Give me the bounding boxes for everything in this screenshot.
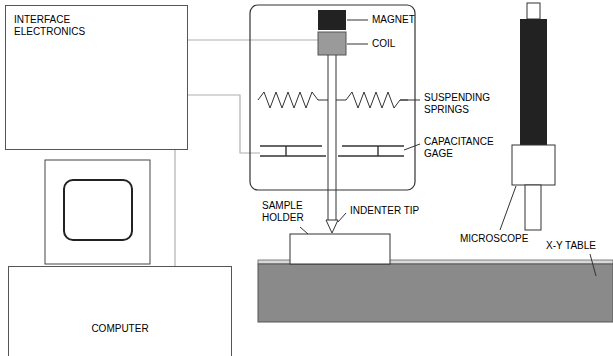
part-label: SUSPENDING SPRINGS bbox=[424, 92, 504, 116]
box-label: COMPUTER bbox=[91, 323, 148, 335]
microscope-symbol bbox=[512, 3, 555, 230]
coil-symbol bbox=[318, 32, 346, 55]
interface-box: INTERFACE ELECTRONICS bbox=[5, 5, 188, 150]
indenter-tip-symbol bbox=[326, 220, 338, 233]
leader-lines bbox=[300, 20, 596, 276]
sample-holder bbox=[290, 234, 390, 264]
signal-wire bbox=[175, 150, 176, 266]
part-label: MAGNET bbox=[372, 14, 415, 26]
monitor bbox=[45, 160, 150, 264]
magnet-symbol bbox=[318, 10, 346, 30]
xy-table bbox=[258, 264, 613, 322]
housing bbox=[250, 5, 415, 190]
part-label: MICROSCOPE bbox=[460, 233, 528, 245]
computer-box: COMPUTER bbox=[8, 266, 232, 356]
capacitance-plates bbox=[260, 146, 404, 156]
part-label: INDENTER TIP bbox=[350, 205, 419, 217]
part-label: X-Y TABLE bbox=[546, 240, 596, 252]
box-label: INTERFACE ELECTRONICS bbox=[14, 14, 104, 38]
gage-wire bbox=[188, 95, 260, 153]
part-label: COIL bbox=[372, 38, 395, 50]
part-label: SAMPLE HOLDER bbox=[262, 200, 312, 224]
coil-wire bbox=[188, 39, 318, 40]
spring-symbol bbox=[258, 92, 328, 108]
screen bbox=[64, 180, 132, 240]
spring-symbol bbox=[336, 92, 408, 108]
part-label: CAPACITANCE GAGE bbox=[424, 136, 504, 160]
